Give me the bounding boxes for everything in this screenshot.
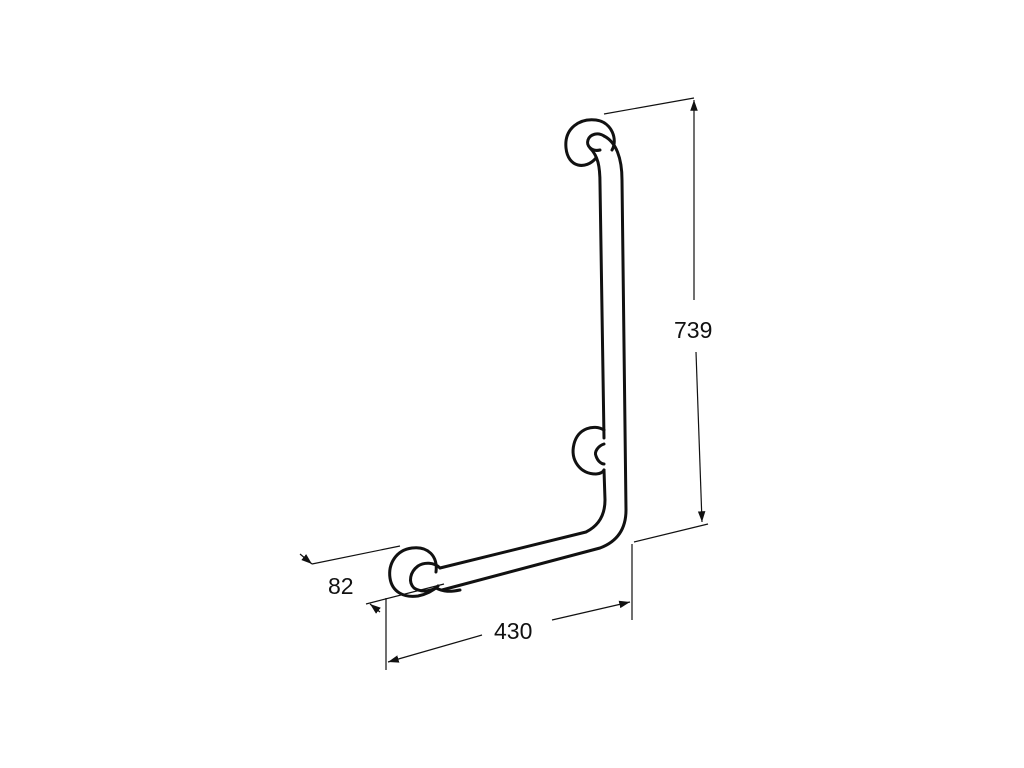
vertical-tube [438,134,628,592]
dimension-lines [299,97,709,670]
width-dimension-label: 430 [494,618,533,644]
grab-bar [388,118,628,598]
height-dimension-label: 739 [674,317,713,343]
width-dimension [385,544,633,670]
top-wall-flange [564,118,616,167]
height-dimension [603,97,709,543]
depth-dimension-label: 82 [328,573,354,599]
middle-wall-flange [571,425,606,476]
bottom-left-wall-flange [388,546,462,598]
depth-dimension [299,545,445,614]
